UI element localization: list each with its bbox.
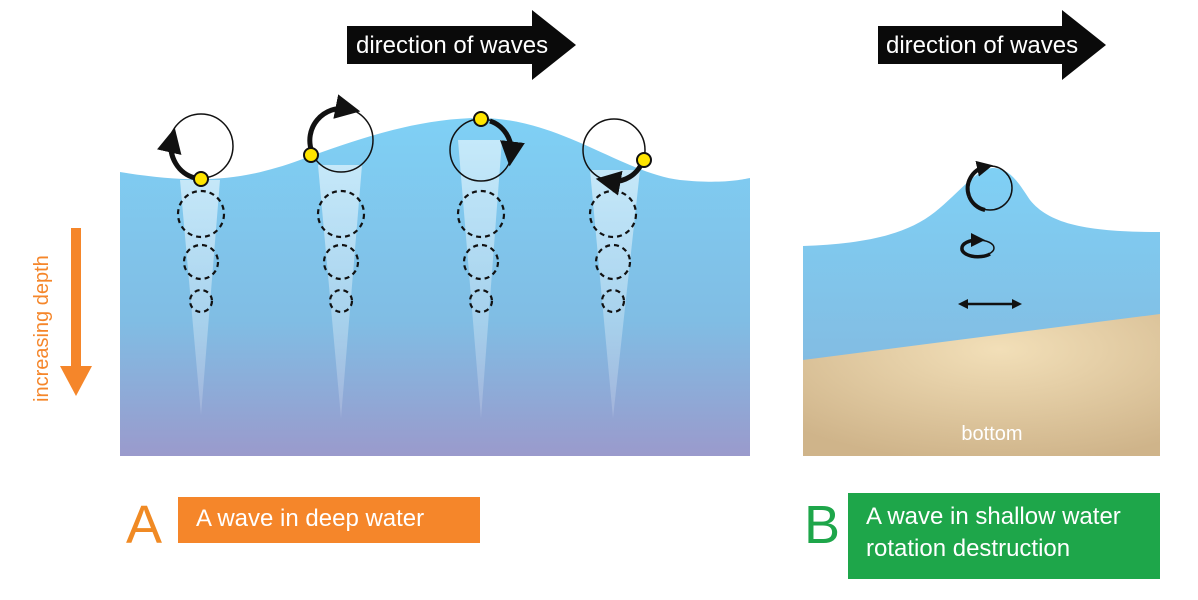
deep-water-body [120,118,750,456]
direction-label-b: direction of waves [886,32,1078,59]
right-arrow-icon [347,10,576,80]
water-particle-4 [636,152,652,168]
surface-orbit-3 [449,111,525,182]
right-arrow-icon [878,10,1106,80]
surface-orbit-2 [303,94,374,173]
particle-cone-2 [318,165,362,418]
depth-indicator: increasing depth [31,228,92,402]
panel-letter-b: B [804,495,841,555]
bottom-label: bottom [961,423,1022,445]
orbit-column-1 [176,189,226,314]
surface-orbit-1 [157,113,234,187]
water-particle-2 [303,147,319,163]
deep-water-panel [120,94,750,456]
orbit-column-3 [456,189,506,314]
direction-label-a: direction of waves [356,32,548,59]
sea-floor [803,314,1160,456]
orbit-column-2 [316,189,366,314]
surface-orbit-4 [582,118,652,196]
particle-cone-1 [180,180,220,415]
orbit-column-4 [588,189,638,314]
panel-letter-a: A [126,495,163,555]
depth-arrow-icon [60,366,92,396]
water-particle-1 [193,171,209,187]
direction-arrow-a: direction of waves [347,10,576,80]
caption-shallow-line-2: rotation destruction [866,535,1071,562]
direction-arrow-b: direction of waves [878,10,1106,80]
shallow-water-panel: bottom [803,160,1160,456]
shallow-orbit-ellipse [960,233,995,259]
caption-shallow-water: A wave in shallow water rotation destruc… [848,493,1160,579]
depth-label: increasing depth [31,255,53,402]
shallow-orbit-circle [965,160,1013,212]
caption-shallow-line-1: A wave in shallow water [866,503,1121,530]
caption-deep-water: A wave in deep water [178,497,480,543]
water-particle-3 [473,111,489,127]
